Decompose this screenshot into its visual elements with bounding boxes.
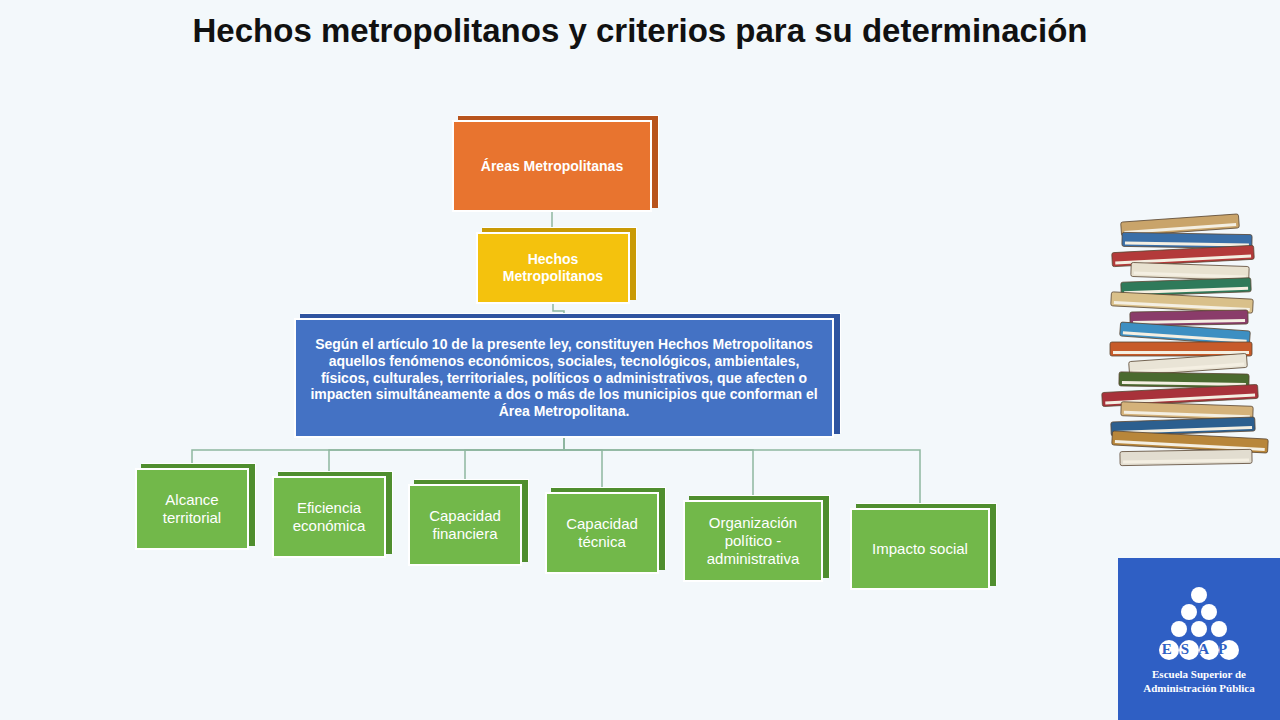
- connector-line: [551, 212, 553, 232]
- connector-line: [564, 438, 602, 492]
- node-text: Organización político - administrativa: [693, 514, 813, 568]
- connector-line: [553, 304, 564, 318]
- criterion-box: Alcance territorial: [135, 468, 249, 550]
- node-text: Impacto social: [872, 540, 968, 558]
- node-text: Hechos Metropolitanos: [486, 251, 620, 285]
- book-pages: [1113, 351, 1249, 354]
- book: [1120, 322, 1251, 345]
- node-text: Eficiencia económica: [282, 499, 376, 535]
- definition-box: Según el artículo 10 de la presente ley,…: [294, 318, 834, 438]
- book: [1131, 262, 1249, 280]
- book-pages: [1124, 411, 1250, 418]
- books-illustration: [1102, 214, 1269, 466]
- criterion-box: Capacidad financiera: [408, 484, 522, 566]
- node-text: Alcance territorial: [145, 491, 239, 527]
- book-pages: [1132, 363, 1244, 374]
- area-box: Áreas Metropolitanas: [452, 120, 652, 212]
- criterion-box: Capacidad técnica: [545, 492, 659, 574]
- book-pages: [1114, 301, 1250, 311]
- logo-panel: [1118, 558, 1280, 720]
- criterion-box: Eficiencia económica: [272, 476, 386, 558]
- concept-box: Hechos Metropolitanos: [476, 232, 630, 304]
- criterion-box: Impacto social: [850, 508, 990, 590]
- node-text: Áreas Metropolitanas: [481, 158, 623, 175]
- book-pages: [1125, 241, 1249, 246]
- book: [1110, 342, 1252, 356]
- logo-caption: Escuela Superior de Administración Públi…: [1124, 668, 1274, 696]
- node-text: Capacidad financiera: [418, 507, 512, 543]
- book: [1120, 449, 1252, 465]
- book-pages: [1123, 331, 1247, 343]
- book-pages: [1134, 272, 1246, 279]
- book-pages: [1123, 458, 1249, 463]
- book-pages: [1133, 319, 1245, 324]
- book-pages: [1122, 381, 1246, 386]
- diagram-title: Hechos metropolitanos y criterios para s…: [20, 12, 1260, 50]
- node-text: Según el artículo 10 de la presente ley,…: [310, 336, 818, 420]
- criterion-box: Organización político - administrativa: [683, 500, 823, 582]
- connector-line: [329, 438, 564, 476]
- connector-line: [564, 438, 753, 500]
- connector-line: [465, 438, 564, 484]
- book-pages: [1124, 223, 1236, 234]
- logo-acronym: ESAP: [1140, 640, 1258, 659]
- node-text: Capacidad técnica: [555, 515, 649, 551]
- connector-line: [192, 438, 564, 468]
